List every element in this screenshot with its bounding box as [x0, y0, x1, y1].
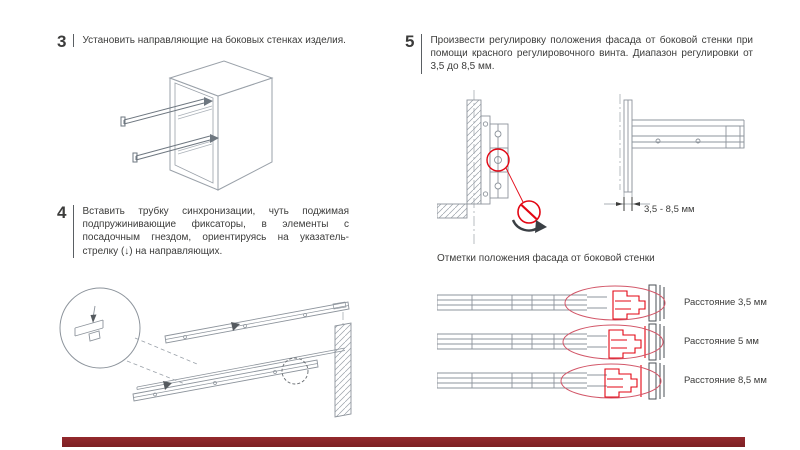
step-5-text: Произвести регулировку положения фасада … — [421, 34, 753, 74]
dimension — [604, 148, 650, 211]
adjustment-range-drawing — [604, 94, 745, 211]
highlight-ellipse — [564, 285, 666, 321]
markings-title: Отметки положения фасада от боковой стен… — [437, 253, 655, 264]
step-5: 5 Произвести регулировку положения фасад… — [405, 32, 753, 74]
step-4-text: Вставить трубку синхронизации, чуть подж… — [73, 205, 349, 258]
highlight-ellipse — [560, 363, 662, 399]
lower-slide — [132, 359, 319, 402]
detail-leader-lines — [126, 337, 198, 385]
slides-drawing — [59, 287, 352, 418]
cabinet-box — [168, 60, 274, 191]
rail-section — [437, 372, 607, 389]
footer-red-bar — [62, 437, 745, 447]
marking-label-5: Расстояние 5 мм — [684, 336, 759, 347]
adjustment-section-drawing — [437, 90, 547, 244]
connection-highlight-circle — [281, 357, 309, 385]
red-bracket — [604, 365, 642, 398]
slide-rails — [120, 98, 211, 163]
red-leader-line — [505, 167, 524, 203]
step-4-number: 4 — [57, 203, 67, 222]
detail-circle — [59, 287, 141, 369]
step-5-number: 5 — [405, 32, 415, 51]
marking-diagram-8-5 — [437, 362, 665, 400]
rail-arrows — [204, 97, 219, 143]
upper-slide — [164, 301, 350, 344]
cabinet-drawing — [120, 60, 274, 191]
drawer-side-profile — [631, 119, 745, 149]
wall-section — [334, 312, 352, 418]
rail-section — [437, 333, 607, 350]
highlight-ellipse — [562, 324, 664, 360]
step-4: 4 Вставить трубку синхронизации, чуть по… — [57, 203, 349, 258]
adjustment-screw-highlight — [486, 148, 510, 172]
facade-edge — [648, 284, 665, 322]
facade-panel — [623, 99, 633, 193]
red-bracket — [608, 326, 646, 359]
facade-edge — [648, 323, 665, 361]
red-bracket — [612, 287, 650, 320]
rail-section — [437, 294, 607, 311]
step-3-number: 3 — [57, 32, 67, 51]
red-adjustment-screw-icon — [517, 200, 541, 224]
step-3-text: Установить направляющие на боковых стенк… — [73, 34, 346, 48]
inner-rails — [177, 105, 213, 155]
marking-label-3-5: Расстояние 3,5 мм — [684, 297, 767, 308]
step-3: 3 Установить направляющие на боковых сте… — [57, 32, 349, 51]
rotation-arrow — [511, 219, 547, 233]
side-wall-section — [437, 99, 482, 219]
slide-mechanism — [480, 115, 509, 205]
marking-label-8-5: Расстояние 8,5 мм — [684, 375, 767, 386]
marking-diagram-3-5 — [437, 284, 666, 322]
marking-diagram-5 — [437, 323, 665, 361]
facade-edge — [648, 362, 665, 400]
pointer-arrows — [163, 322, 240, 390]
adjustment-range-label: 3,5 - 8,5 мм — [644, 204, 695, 215]
